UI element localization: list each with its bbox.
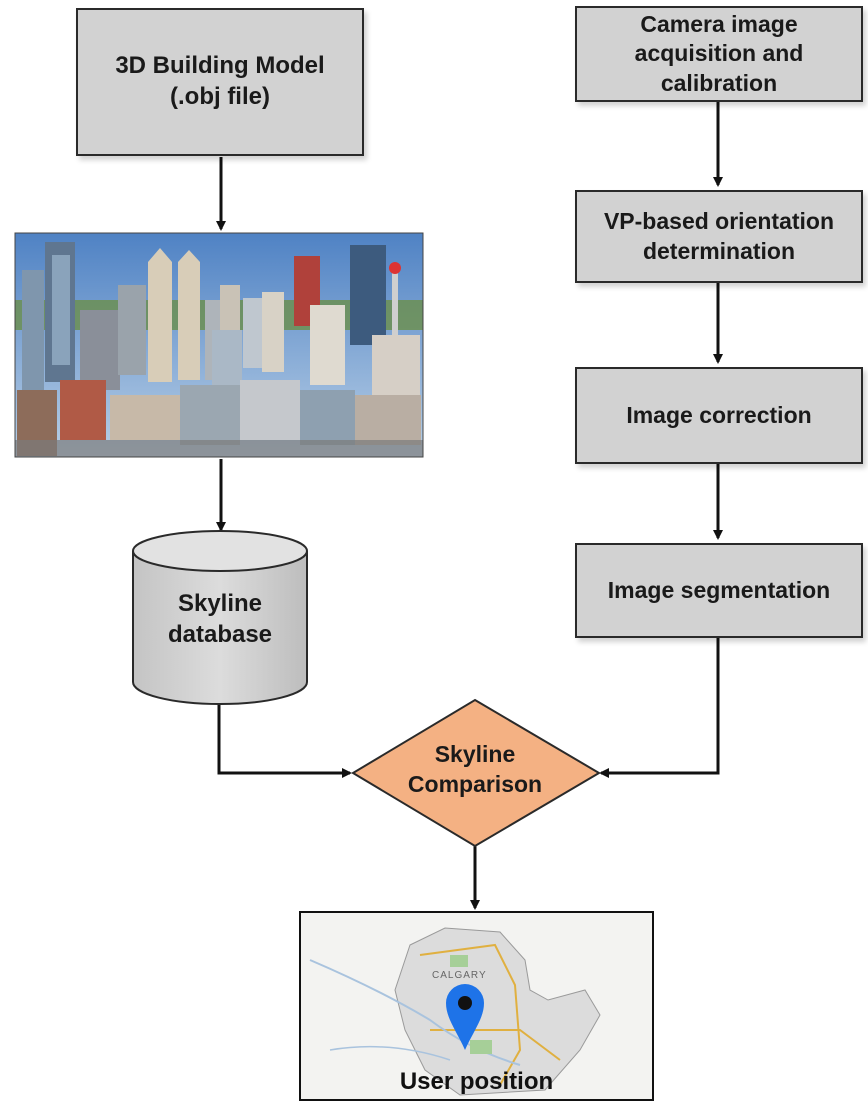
comparison-diamond — [351, 698, 601, 848]
building-model-label: 3D Building Model (.obj file) — [115, 52, 325, 110]
image-correction-label: Image correction — [626, 401, 812, 428]
city-skyline-image — [15, 233, 423, 457]
camera-acquisition-label: Camera image acquisition and calibration — [634, 10, 804, 96]
camera-acquisition-box: Camera image acquisition and calibration — [575, 6, 863, 102]
location-pin-icon — [446, 984, 484, 1050]
orientation-box: VP-based orientation determination — [575, 190, 863, 283]
user-position-caption: User position — [399, 1068, 554, 1095]
arrow-database-to-comparison — [217, 695, 352, 778]
skyline-database-label: Skyline database — [167, 590, 273, 649]
orientation-label: VP-based orientation determination — [603, 208, 835, 264]
database-cylinder — [132, 530, 308, 705]
arrow-step4-to-comparison — [599, 638, 720, 778]
building-model-box: 3D Building Model (.obj file) — [76, 8, 364, 156]
image-segmentation-box: Image segmentation — [575, 543, 863, 638]
image-correction-box: Image correction — [575, 367, 863, 464]
skyline-comparison-label: Skyline Comparison — [407, 741, 543, 797]
map-city-label: CALGARY — [432, 970, 487, 981]
image-segmentation-label: Image segmentation — [607, 576, 831, 603]
